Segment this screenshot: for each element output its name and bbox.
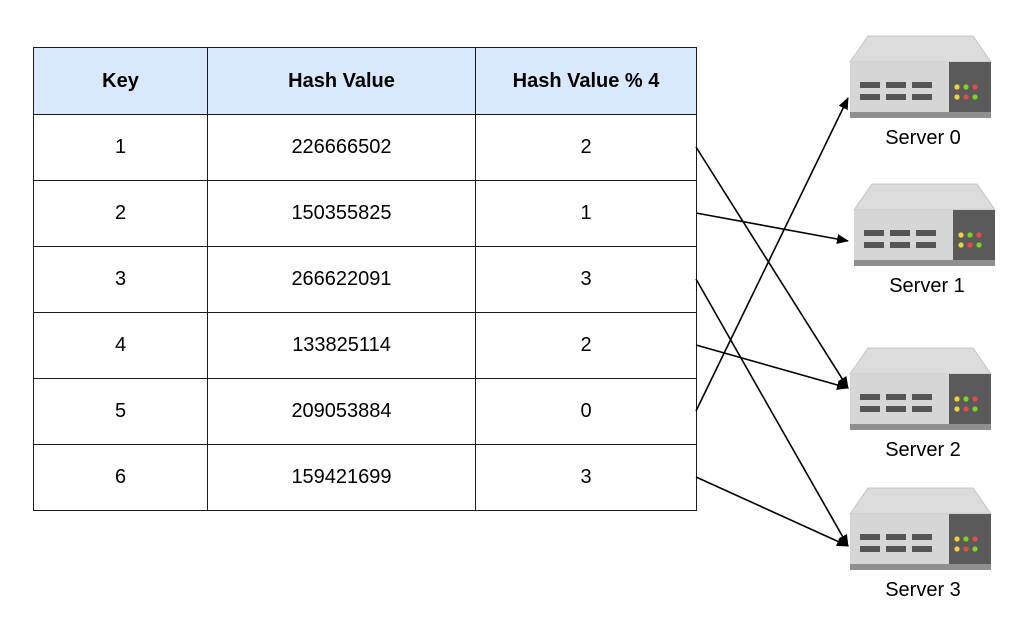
- cell-hash-mod: 2: [475, 114, 697, 181]
- table-row: 2 150355825 1: [33, 180, 697, 247]
- server-1: Server 1: [852, 180, 1002, 297]
- cell-hash-value: 209053884: [207, 378, 476, 445]
- hash-table: Key Hash Value Hash Value % 4 1 22666650…: [33, 47, 697, 511]
- cell-hash-mod: 3: [475, 444, 697, 511]
- cell-hash-value: 266622091: [207, 246, 476, 313]
- header-key: Key: [33, 47, 208, 115]
- cell-key: 3: [33, 246, 208, 313]
- server-icon: [853, 183, 996, 266]
- server-label: Server 0: [885, 127, 961, 149]
- server-label: Server 2: [885, 439, 961, 461]
- table-row: 6 159421699 3: [33, 444, 697, 511]
- mapping-arrow: [695, 146, 849, 389]
- cell-key: 1: [33, 114, 208, 181]
- cell-hash-mod: 0: [475, 378, 697, 445]
- table-row: 5 209053884 0: [33, 378, 697, 445]
- mapping-arrow: [695, 212, 849, 244]
- cell-hash-value: 159421699: [207, 444, 476, 511]
- server-3: Server 3: [848, 484, 998, 601]
- cell-key: 4: [33, 312, 208, 379]
- cell-hash-mod: 3: [475, 246, 697, 313]
- cell-hash-mod: 1: [475, 180, 697, 247]
- cell-key: 6: [33, 444, 208, 511]
- server-2: Server 2: [848, 344, 998, 461]
- server-icon: [849, 35, 992, 118]
- cell-key: 2: [33, 180, 208, 247]
- server-icon: [849, 347, 992, 430]
- mapping-arrow: [695, 476, 849, 547]
- server-label: Server 3: [885, 579, 961, 601]
- table-row: 3 266622091 3: [33, 246, 697, 313]
- table-row: 4 133825114 2: [33, 312, 697, 379]
- mapping-arrow: [695, 278, 849, 547]
- cell-hash-value: 133825114: [207, 312, 476, 379]
- cell-key: 5: [33, 378, 208, 445]
- mapping-arrow: [695, 97, 849, 412]
- server-icon: [849, 487, 992, 570]
- server-label: Server 1: [889, 275, 965, 297]
- cell-hash-value: 150355825: [207, 180, 476, 247]
- server-0: Server 0: [848, 32, 998, 149]
- table-row: 1 226666502 2: [33, 114, 697, 181]
- table-header-row: Key Hash Value Hash Value % 4: [33, 47, 697, 115]
- mapping-arrow: [695, 344, 849, 390]
